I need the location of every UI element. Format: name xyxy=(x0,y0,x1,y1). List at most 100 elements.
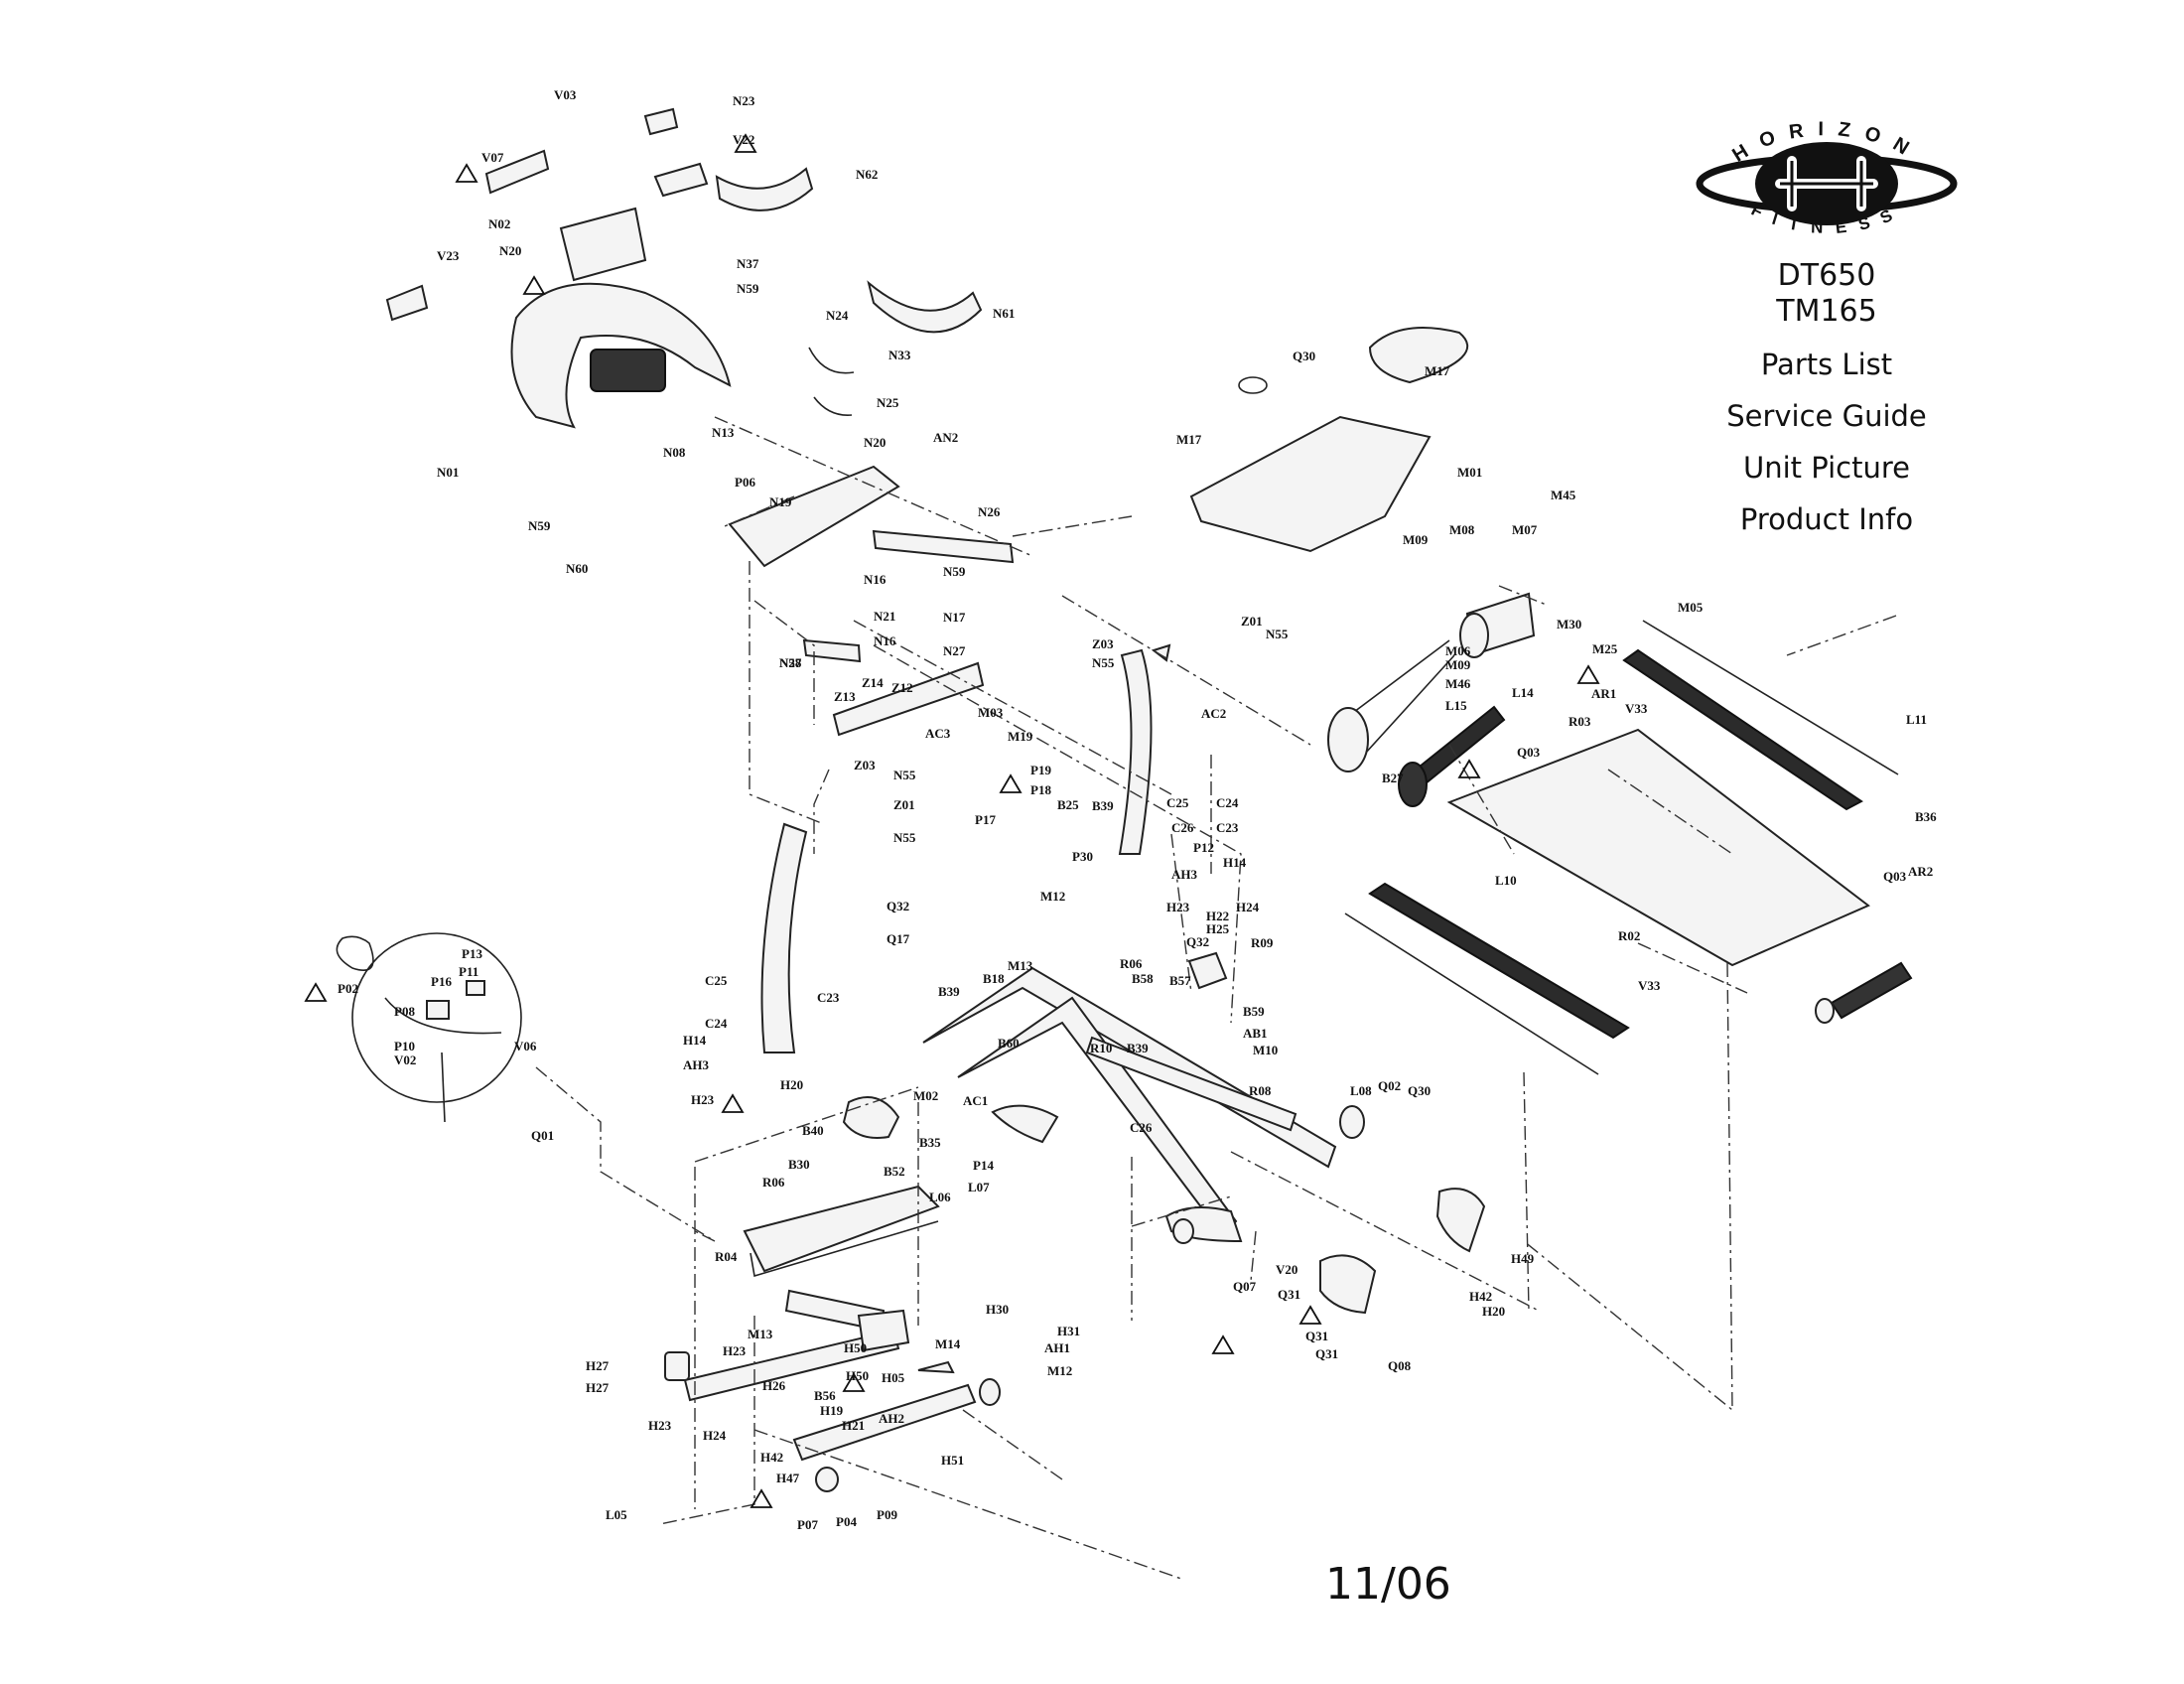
part-callout-c23: C23 xyxy=(817,990,840,1005)
part-callout-h23: H23 xyxy=(691,1092,715,1107)
unit-picture-link[interactable]: Unit Picture xyxy=(1743,451,1910,485)
part-callout-n62: N62 xyxy=(856,167,878,182)
part-callout-h20: H20 xyxy=(780,1077,803,1092)
part-callout-z01: Z01 xyxy=(1241,614,1263,629)
part-callout-p12: P12 xyxy=(1193,840,1214,855)
part-callout-p09: P09 xyxy=(877,1507,897,1522)
part-callout-v03: V03 xyxy=(554,87,577,102)
part-callout-ac2: AC2 xyxy=(1201,706,1226,721)
part-callout-ah1: AH1 xyxy=(1044,1340,1070,1355)
part-callout-n27: N27 xyxy=(779,655,802,670)
part-callout-n55: N55 xyxy=(1266,627,1289,641)
part-callout-n17: N17 xyxy=(943,610,966,625)
part-callout-ah3: AH3 xyxy=(683,1057,710,1072)
part-callout-l14: L14 xyxy=(1512,685,1534,700)
part-callout-p14: P14 xyxy=(973,1158,994,1173)
part-callout-m30: M30 xyxy=(1557,617,1581,632)
part-callout-ah2: AH2 xyxy=(879,1411,904,1426)
part-callout-b18: B18 xyxy=(983,971,1005,986)
part-callout-h14: H14 xyxy=(1223,855,1247,870)
warning-triangle-icon xyxy=(1576,664,1600,684)
part-callout-q17: Q17 xyxy=(887,931,910,946)
part-callout-m02: M02 xyxy=(913,1088,938,1103)
part-callout-n59: N59 xyxy=(737,281,759,296)
part-callout-p04: P04 xyxy=(836,1514,857,1529)
part-callout-m10: M10 xyxy=(1253,1043,1278,1057)
product-info-link[interactable]: Product Info xyxy=(1739,502,1914,536)
part-callout-p11: P11 xyxy=(459,964,478,979)
part-callout-ac3: AC3 xyxy=(925,726,951,741)
part-callout-n20: N20 xyxy=(499,243,521,258)
revision-date: 11/06 xyxy=(1325,1559,1451,1610)
part-callout-m14: M14 xyxy=(935,1336,961,1351)
model-name-primary: DT650 xyxy=(1777,258,1876,293)
part-callout-n23: N23 xyxy=(733,93,755,108)
part-callout-r08: R08 xyxy=(1249,1083,1272,1098)
service-guide-link[interactable]: Service Guide xyxy=(1726,399,1927,433)
part-callout-z03: Z03 xyxy=(1092,636,1114,651)
part-callout-n37: N37 xyxy=(737,256,759,271)
part-callout-h23: H23 xyxy=(648,1418,672,1433)
part-callout-r03: R03 xyxy=(1569,714,1591,729)
part-callout-r04: R04 xyxy=(715,1249,738,1264)
part-callout-h19: H19 xyxy=(820,1403,844,1418)
part-callout-n16: N16 xyxy=(864,572,887,587)
part-callout-p10: P10 xyxy=(394,1039,415,1053)
part-callout-n60: N60 xyxy=(566,561,588,576)
part-callout-z12: Z12 xyxy=(891,680,913,695)
part-callout-c25: C25 xyxy=(1166,795,1189,810)
warning-triangle-icon xyxy=(734,133,757,153)
warning-triangle-icon xyxy=(750,1488,773,1508)
part-callout-c26: C26 xyxy=(1171,820,1194,835)
part-callout-z01: Z01 xyxy=(893,797,915,812)
part-callout-l08: L08 xyxy=(1350,1083,1372,1098)
part-callout-ar1: AR1 xyxy=(1591,686,1616,701)
warning-triangle-icon xyxy=(721,1093,745,1113)
part-callout-b60: B60 xyxy=(998,1036,1020,1051)
part-callout-m12: M12 xyxy=(1040,889,1065,904)
part-callout-z14: Z14 xyxy=(862,675,884,690)
part-callout-h26: H26 xyxy=(762,1378,786,1393)
part-callout-m25: M25 xyxy=(1592,641,1618,656)
part-callout-p30: P30 xyxy=(1072,849,1093,864)
part-callout-l10: L10 xyxy=(1495,873,1517,888)
part-callout-h47: H47 xyxy=(776,1471,800,1485)
warning-triangle-icon xyxy=(842,1372,866,1392)
warning-triangle-icon xyxy=(1298,1305,1322,1325)
part-callout-c24: C24 xyxy=(1216,795,1239,810)
part-callout-m13: M13 xyxy=(748,1327,773,1341)
part-callout-n55: N55 xyxy=(893,830,916,845)
part-callout-r02: R02 xyxy=(1618,928,1640,943)
part-callout-m17: M17 xyxy=(1176,432,1202,447)
part-callout-q32: Q32 xyxy=(1186,934,1209,949)
part-callout-h27: H27 xyxy=(586,1380,610,1395)
part-callout-p06: P06 xyxy=(735,475,755,490)
part-callout-h27: H27 xyxy=(586,1358,610,1373)
warning-triangle-icon xyxy=(1457,759,1481,778)
part-callout-h24: H24 xyxy=(1236,900,1260,914)
warning-triangle-icon xyxy=(455,163,478,183)
part-callout-q31: Q31 xyxy=(1278,1287,1300,1302)
part-callout-r10: R10 xyxy=(1090,1041,1112,1055)
part-callout-q08: Q08 xyxy=(1388,1358,1412,1373)
part-callout-n55: N55 xyxy=(893,768,916,782)
part-callout-m07: M07 xyxy=(1512,522,1538,537)
part-callout-h30: H30 xyxy=(986,1302,1009,1317)
part-callout-n27: N27 xyxy=(943,643,966,658)
part-callout-h49: H49 xyxy=(1511,1251,1535,1266)
part-callout-m09: M09 xyxy=(1445,657,1471,672)
part-callout-p13: P13 xyxy=(462,946,482,961)
part-callout-m13: M13 xyxy=(1008,958,1033,973)
part-callout-b59: B59 xyxy=(1243,1004,1265,1019)
part-callout-n61: N61 xyxy=(993,306,1015,321)
part-callout-c25: C25 xyxy=(705,973,728,988)
part-callout-n24: N24 xyxy=(826,308,849,323)
parts-list-link[interactable]: Parts List xyxy=(1760,348,1893,381)
part-callout-b40: B40 xyxy=(802,1123,824,1138)
part-callout-b30: B30 xyxy=(788,1157,810,1172)
part-callout-m46: M46 xyxy=(1445,676,1471,691)
part-callout-ac1: AC1 xyxy=(963,1093,988,1108)
part-callout-m17: M17 xyxy=(1425,363,1450,378)
part-callout-r06: R06 xyxy=(1120,956,1143,971)
